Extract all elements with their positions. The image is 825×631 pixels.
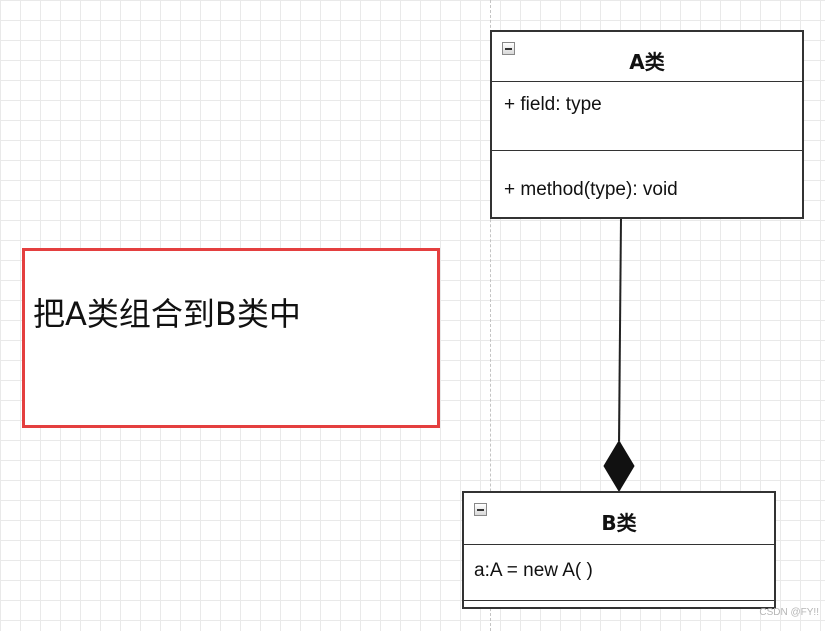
uml-class-a[interactable]: A类 + field: type + method(type): void	[490, 30, 804, 219]
class-b-methods[interactable]	[464, 601, 774, 607]
class-b-header[interactable]: B类	[464, 493, 774, 545]
composition-diamond-icon	[603, 440, 635, 492]
class-a-fields[interactable]: + field: type	[492, 82, 802, 151]
class-a-field[interactable]: + field: type	[504, 94, 602, 115]
collapse-icon[interactable]	[474, 503, 487, 516]
collapse-icon[interactable]	[502, 42, 515, 55]
class-b-field[interactable]: a:A = new A( )	[474, 560, 593, 581]
connector-line	[618, 217, 622, 442]
class-a-method[interactable]: + method(type): void	[504, 179, 678, 200]
note-box[interactable]: 把A类组合到B类中	[22, 248, 440, 428]
vertical-guide-line	[490, 0, 491, 631]
class-a-methods[interactable]: + method(type): void	[492, 151, 802, 217]
watermark: CSDN @FY!!	[759, 607, 819, 618]
uml-class-b[interactable]: B类 a:A = new A( )	[462, 491, 776, 609]
class-b-fields[interactable]: a:A = new A( )	[464, 545, 774, 601]
note-text: 把A类组合到B类中	[33, 295, 301, 333]
class-b-name: B类	[601, 511, 637, 535]
class-a-header[interactable]: A类	[492, 32, 802, 82]
class-a-name: A类	[629, 50, 665, 74]
